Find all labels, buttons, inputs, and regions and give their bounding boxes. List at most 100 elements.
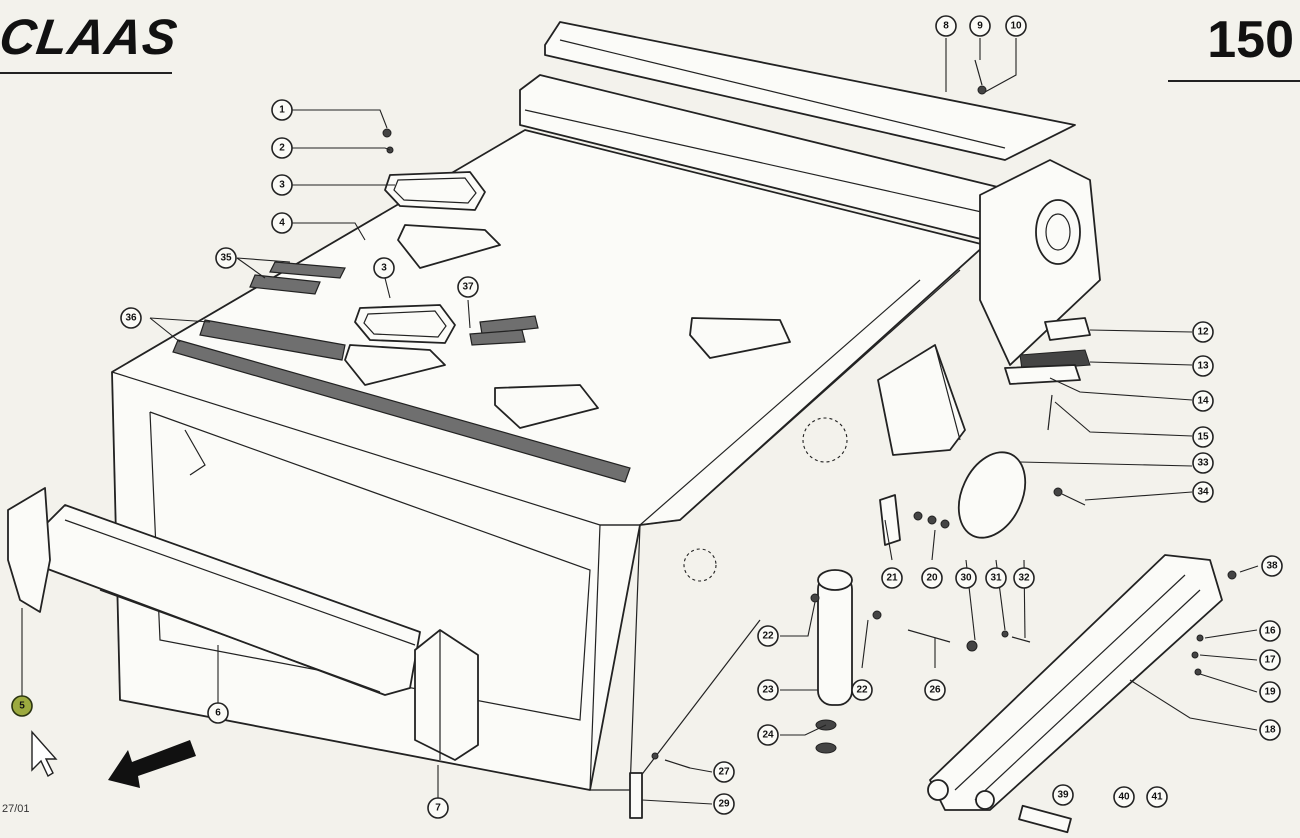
callout-40[interactable]: 40 bbox=[1113, 786, 1135, 808]
callout-23[interactable]: 23 bbox=[757, 679, 779, 701]
svg-text:40: 40 bbox=[1118, 792, 1130, 803]
svg-text:37: 37 bbox=[462, 282, 474, 293]
callout-19[interactable]: 19 bbox=[1259, 681, 1281, 703]
inspection-openings bbox=[344, 224, 848, 582]
callout-37[interactable]: 37 bbox=[457, 276, 479, 298]
callout-41[interactable]: 41 bbox=[1146, 786, 1168, 808]
callout-20[interactable]: 20 bbox=[921, 567, 943, 589]
callout-1[interactable]: 1 bbox=[271, 99, 293, 121]
svg-text:23: 23 bbox=[762, 685, 774, 696]
svg-text:21: 21 bbox=[886, 573, 898, 584]
callout-33[interactable]: 33 bbox=[1192, 452, 1214, 474]
sealing-strips bbox=[172, 261, 631, 483]
callout-17[interactable]: 17 bbox=[1259, 649, 1281, 671]
svg-text:38: 38 bbox=[1266, 561, 1278, 572]
callout-4[interactable]: 4 bbox=[271, 212, 293, 234]
svg-text:31: 31 bbox=[990, 573, 1002, 584]
callout-14[interactable]: 14 bbox=[1192, 390, 1214, 412]
callout-30[interactable]: 30 bbox=[955, 567, 977, 589]
leader-lines bbox=[21, 38, 1259, 805]
callout-16[interactable]: 16 bbox=[1259, 620, 1281, 642]
callout-34[interactable]: 34 bbox=[1192, 481, 1214, 503]
callout-38[interactable]: 38 bbox=[1261, 555, 1283, 577]
callout-24[interactable]: 24 bbox=[757, 724, 779, 746]
svg-text:34: 34 bbox=[1197, 487, 1209, 498]
svg-text:19: 19 bbox=[1264, 687, 1276, 698]
svg-text:29: 29 bbox=[718, 799, 730, 810]
callout-18[interactable]: 18 bbox=[1259, 719, 1281, 741]
callout-31[interactable]: 31 bbox=[985, 567, 1007, 589]
svg-text:14: 14 bbox=[1197, 396, 1209, 407]
callout-7[interactable]: 7 bbox=[427, 797, 449, 819]
svg-text:22: 22 bbox=[762, 631, 774, 642]
svg-text:7: 7 bbox=[435, 803, 441, 814]
side-bracket bbox=[7, 487, 51, 613]
callout-12[interactable]: 12 bbox=[1192, 321, 1214, 343]
callout-22-left[interactable]: 22 bbox=[757, 625, 779, 647]
svg-text:2: 2 bbox=[279, 143, 285, 154]
guide-parts bbox=[1004, 317, 1091, 431]
callout-35[interactable]: 35 bbox=[215, 247, 237, 269]
svg-text:36: 36 bbox=[125, 313, 137, 324]
svg-text:20: 20 bbox=[926, 573, 938, 584]
svg-text:30: 30 bbox=[960, 573, 972, 584]
svg-text:18: 18 bbox=[1264, 725, 1276, 736]
callout-39[interactable]: 39 bbox=[1052, 784, 1074, 806]
svg-text:12: 12 bbox=[1197, 327, 1209, 338]
callout-3[interactable]: 3 bbox=[271, 174, 293, 196]
svg-text:17: 17 bbox=[1264, 655, 1276, 666]
svg-text:24: 24 bbox=[762, 730, 774, 741]
svg-text:27: 27 bbox=[718, 767, 730, 778]
page-number-underline bbox=[1168, 80, 1300, 82]
svg-text:4: 4 bbox=[279, 218, 285, 229]
brand-underline bbox=[0, 72, 172, 74]
svg-text:16: 16 bbox=[1264, 626, 1276, 637]
callout-6[interactable]: 6 bbox=[207, 702, 229, 724]
svg-text:26: 26 bbox=[929, 685, 941, 696]
callout-9[interactable]: 9 bbox=[969, 15, 991, 37]
callout-13[interactable]: 13 bbox=[1192, 355, 1214, 377]
svg-text:13: 13 bbox=[1197, 361, 1209, 372]
svg-text:41: 41 bbox=[1151, 792, 1163, 803]
callout-27[interactable]: 27 bbox=[713, 761, 735, 783]
callout-22-right[interactable]: 22 bbox=[851, 679, 873, 701]
callout-markers: 1 2 3 3 4 5 6 7 8 9 10 12 13 14 15 16 17… bbox=[11, 15, 1283, 819]
svg-text:1: 1 bbox=[279, 105, 285, 116]
svg-text:15: 15 bbox=[1197, 432, 1209, 443]
callout-21[interactable]: 21 bbox=[881, 567, 903, 589]
callout-5[interactable]: 5 bbox=[11, 695, 33, 717]
date-code: 27/01 bbox=[2, 803, 30, 815]
svg-text:32: 32 bbox=[1018, 573, 1030, 584]
mouse-pointer-icon bbox=[31, 730, 58, 777]
fasteners bbox=[382, 59, 1237, 834]
support-bracket bbox=[414, 629, 479, 761]
svg-text:6: 6 bbox=[215, 708, 221, 719]
callout-36[interactable]: 36 bbox=[120, 307, 142, 329]
gaskets bbox=[354, 171, 486, 344]
svg-text:33: 33 bbox=[1197, 458, 1209, 469]
svg-text:5: 5 bbox=[19, 701, 25, 712]
svg-text:10: 10 bbox=[1010, 21, 1022, 32]
svg-text:22: 22 bbox=[856, 685, 868, 696]
callout-32[interactable]: 32 bbox=[1013, 567, 1035, 589]
callout-2[interactable]: 2 bbox=[271, 137, 293, 159]
callout-29[interactable]: 29 bbox=[713, 793, 735, 815]
svg-text:3: 3 bbox=[279, 180, 285, 191]
cover-plate bbox=[544, 21, 1076, 161]
callout-15[interactable]: 15 bbox=[1192, 426, 1214, 448]
callout-10[interactable]: 10 bbox=[1005, 15, 1027, 37]
bearing-housing bbox=[979, 159, 1101, 366]
cover-disc bbox=[957, 451, 1027, 539]
callout-3-lower[interactable]: 3 bbox=[373, 257, 395, 279]
svg-text:35: 35 bbox=[220, 253, 232, 264]
tension-arm bbox=[927, 554, 1223, 811]
svg-text:9: 9 bbox=[977, 21, 983, 32]
svg-text:8: 8 bbox=[943, 21, 949, 32]
hydraulic-cylinder bbox=[815, 569, 853, 754]
callout-8[interactable]: 8 bbox=[935, 15, 957, 37]
svg-text:39: 39 bbox=[1057, 790, 1069, 801]
callout-26[interactable]: 26 bbox=[924, 679, 946, 701]
page-number: 150 bbox=[1207, 11, 1294, 69]
